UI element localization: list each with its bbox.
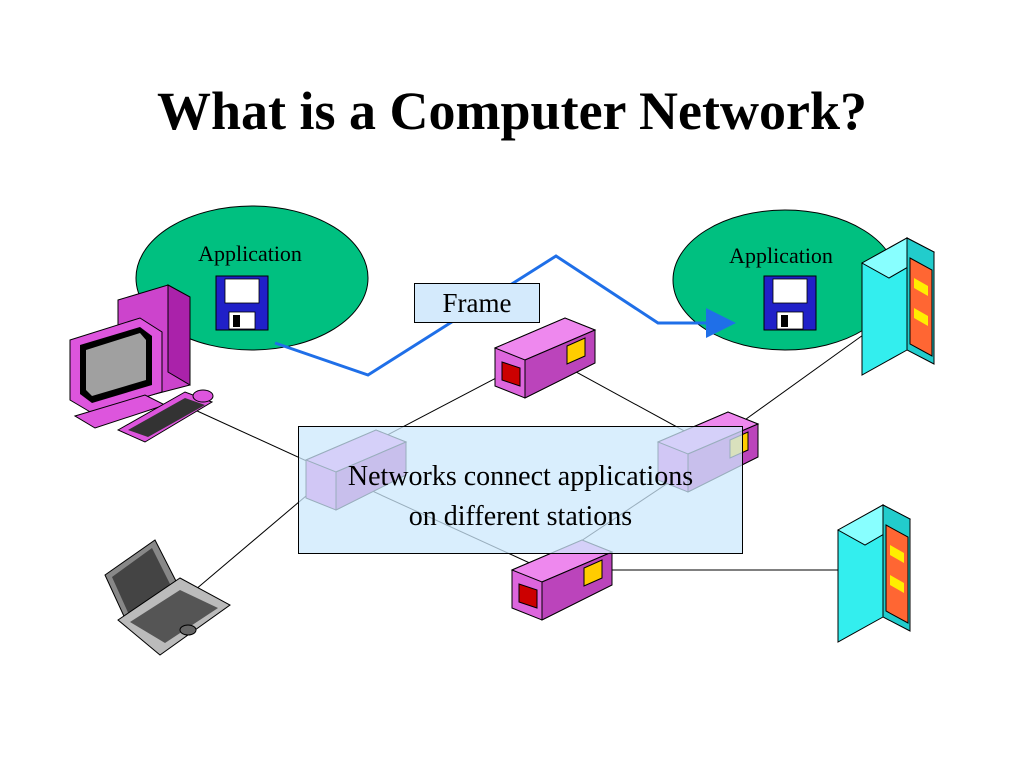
router-icon bbox=[493, 317, 597, 399]
frame-label-box: Frame bbox=[414, 283, 540, 323]
application-label-right: Application bbox=[729, 243, 833, 268]
caption-box: Networks connect applications on differe… bbox=[298, 426, 743, 554]
slide-title: What is a Computer Network? bbox=[157, 81, 867, 141]
caption-line-1: Networks connect applications bbox=[347, 461, 694, 492]
server-tower-icon bbox=[836, 504, 912, 643]
application-label-left: Application bbox=[198, 241, 302, 266]
floppy-disk-icon bbox=[215, 275, 269, 331]
frame-path bbox=[274, 254, 736, 377]
laptop-icon bbox=[104, 539, 231, 656]
floppy-disk-icon bbox=[763, 275, 817, 331]
caption-line-2: on different stations bbox=[408, 501, 633, 532]
frame-label: Frame bbox=[442, 288, 512, 318]
desktop-computer-icon bbox=[69, 284, 214, 443]
server-tower-icon bbox=[860, 237, 936, 376]
